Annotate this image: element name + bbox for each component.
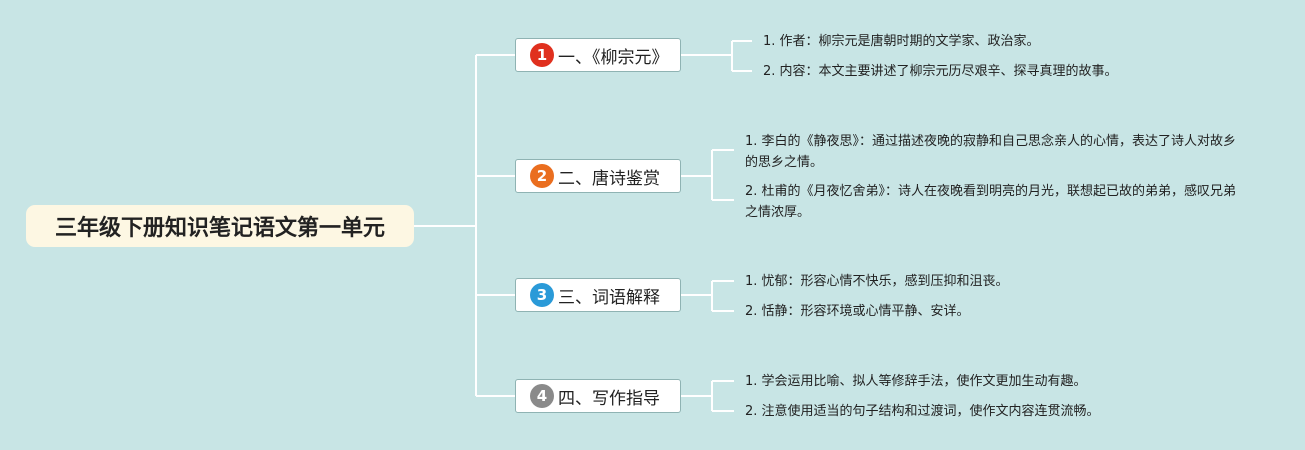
branch-label-3: 三、词语解释 (558, 287, 660, 308)
leaf-connector-1 (681, 40, 752, 72)
leaf-connector-3 (681, 280, 734, 312)
leaf-2-1: 1. 李白的《静夜思》：通过描述夜晚的寂静和自己思念亲人的心情，表达了诗人对故乡… (745, 134, 1237, 170)
number-badge-3: 3 (530, 283, 554, 307)
root-title: 三年级下册知识笔记语文第一单元 (54, 216, 385, 241)
leaf-1-1: 1. 作者：柳宗元是唐朝时期的文学家、政治家。 (763, 34, 1040, 49)
branch-node-3[interactable]: 3 三、词语解释 (515, 278, 681, 312)
branch-node-4[interactable]: 4 四、写作指导 (515, 379, 681, 413)
number-badge-2: 2 (530, 164, 554, 188)
branch-node-2[interactable]: 2 二、唐诗鉴赏 (515, 159, 681, 193)
leaf-connector-4 (681, 380, 734, 412)
branch-label-1: 一、《柳宗元》 (558, 47, 669, 68)
branch-label-4: 四、写作指导 (558, 388, 660, 409)
leaf-3-1: 1. 忧郁：形容心情不快乐，感到压抑和沮丧。 (745, 274, 1009, 289)
leaf-3-2: 2. 恬静：形容环境或心情平静、安详。 (745, 304, 970, 319)
leaf-2-2: 2. 杜甫的《月夜忆舍弟》：诗人在夜晚看到明亮的月光，联想起已故的弟弟，感叹兄弟… (745, 184, 1237, 220)
branch-label-2: 二、唐诗鉴赏 (558, 168, 660, 189)
leaf-connector-2 (681, 149, 734, 201)
number-badge-1: 1 (530, 43, 554, 67)
root-node[interactable]: 三年级下册知识笔记语文第一单元 (26, 205, 414, 247)
leaf-4-2: 2. 注意使用适当的句子结构和过渡词，使作文内容连贯流畅。 (745, 404, 1100, 419)
number-badge-4: 4 (530, 384, 554, 408)
leaf-4-1: 1. 学会运用比喻、拟人等修辞手法，使作文更加生动有趣。 (745, 374, 1087, 389)
branch-node-1[interactable]: 1 一、《柳宗元》 (515, 38, 681, 72)
leaf-1-2: 2. 内容：本文主要讲述了柳宗元历尽艰辛、探寻真理的故事。 (763, 64, 1118, 79)
